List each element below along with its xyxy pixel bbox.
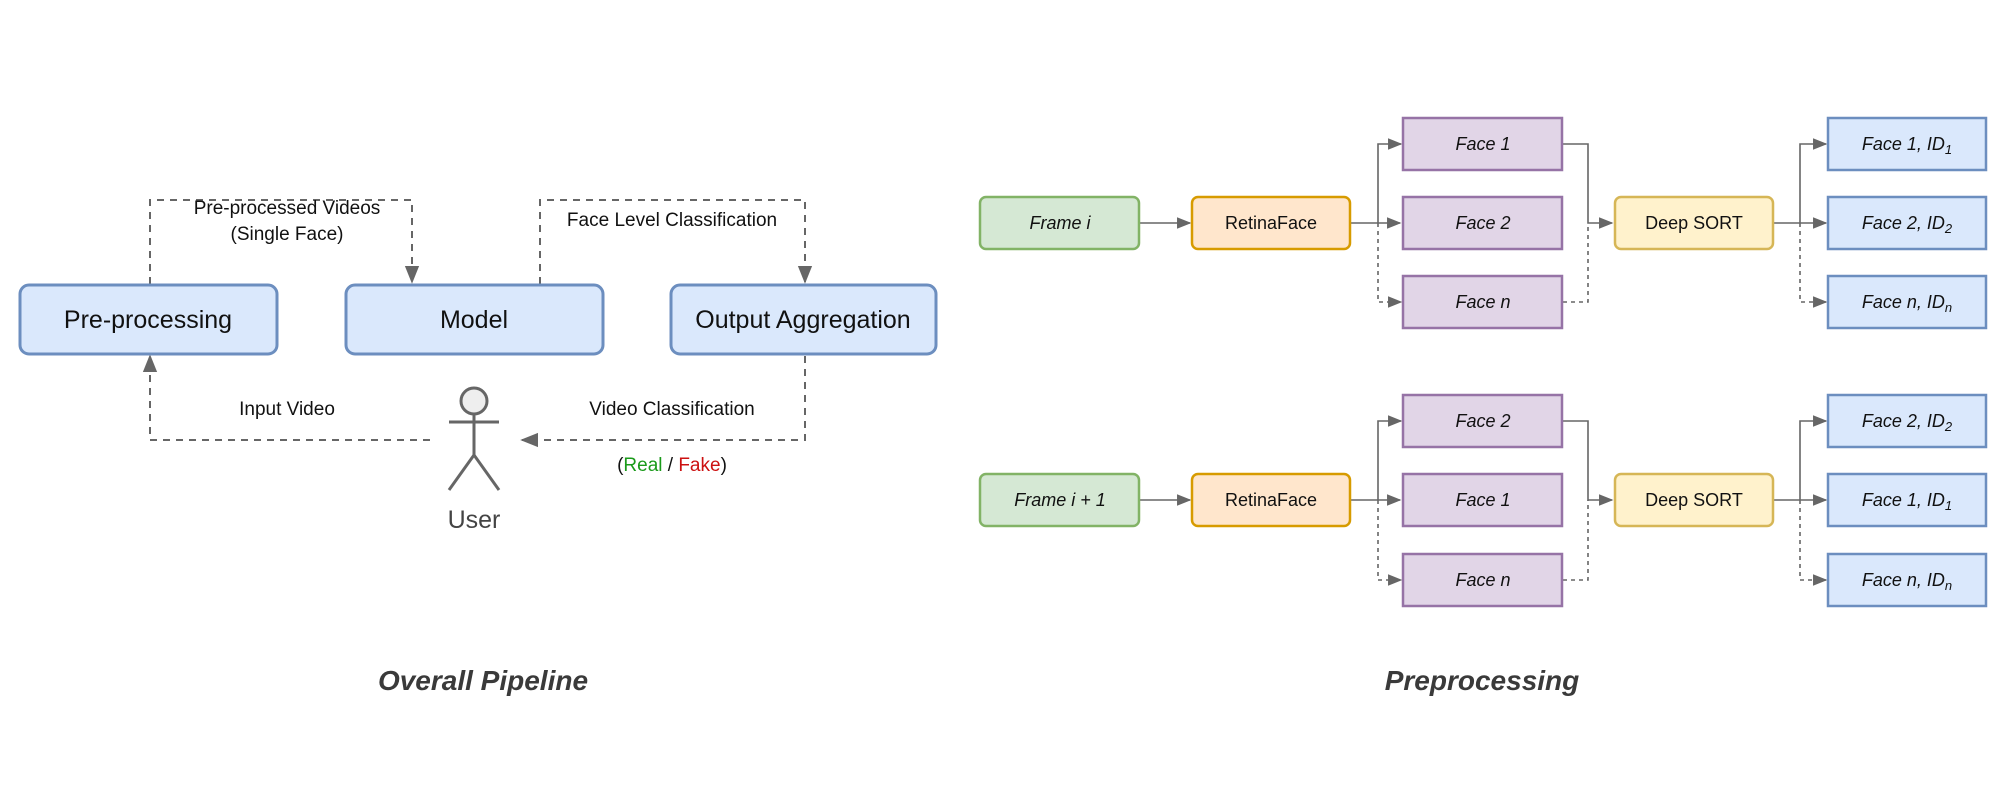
row2-face-label-3: Face n bbox=[1455, 570, 1510, 590]
output-aggregation-label: Output Aggregation bbox=[695, 306, 910, 334]
model-box: Model bbox=[344, 283, 605, 356]
row2-deepsort-label: Deep SORT bbox=[1645, 490, 1743, 510]
row1-face-box-1: Face 1 bbox=[1401, 116, 1564, 172]
face-level-classification-label: Face Level Classification bbox=[567, 210, 777, 231]
single-face-label: (Single Face) bbox=[231, 224, 344, 245]
real-fake-label: (Real / Fake) bbox=[617, 455, 727, 476]
row2-output-box-2: Face 1, ID1 bbox=[1826, 472, 1988, 528]
row2-connectors bbox=[1140, 415, 1828, 586]
output-aggregation-box: Output Aggregation bbox=[669, 283, 938, 356]
overall-pipeline: Pre-processing Model Output Aggregation … bbox=[18, 198, 938, 696]
row1-face-box-2: Face 2 bbox=[1401, 195, 1564, 251]
row1-output-box-2: Face 2, ID2 bbox=[1826, 195, 1988, 251]
preprocessing-diagram: Frame i RetinaFace Face 1 Face 2 Face n … bbox=[978, 116, 1988, 696]
row1-output-label-2: Face 2, ID2 bbox=[1862, 213, 1953, 236]
video-classification-label: Video Classification bbox=[589, 399, 754, 420]
row1-face-box-3: Face n bbox=[1401, 274, 1564, 330]
row2-face-box-3: Face n bbox=[1401, 552, 1564, 608]
user-icon bbox=[447, 386, 501, 491]
fake-label: Fake bbox=[678, 455, 720, 476]
row1-face-label-2: Face 2 bbox=[1455, 213, 1510, 233]
row1-deepsort-box: Deep SORT bbox=[1613, 195, 1775, 251]
row2-output-box-1: Face 2, ID2 bbox=[1826, 393, 1988, 449]
row2-output-box-3: Face n, IDn bbox=[1826, 552, 1988, 608]
row1-face-label-3: Face n bbox=[1455, 292, 1510, 312]
edge-output-to-user bbox=[520, 356, 806, 448]
overall-pipeline-caption: Overall Pipeline bbox=[378, 665, 588, 696]
edge-model-to-output bbox=[539, 199, 813, 284]
input-video-label: Input Video bbox=[239, 399, 335, 420]
row2-face-box-2: Face 1 bbox=[1401, 472, 1564, 528]
row2-deepsort-box: Deep SORT bbox=[1613, 472, 1775, 528]
user-label: User bbox=[448, 506, 501, 534]
row2-output-label-3: Face n, IDn bbox=[1862, 570, 1952, 593]
row1-frame-label: Frame i bbox=[1029, 213, 1091, 233]
row1-output-box-3: Face n, IDn bbox=[1826, 274, 1988, 330]
row2-retinaface-label: RetinaFace bbox=[1225, 490, 1317, 510]
preprocessing-caption: Preprocessing bbox=[1385, 665, 1580, 696]
edge-user-to-preprocessing bbox=[142, 354, 430, 441]
preprocessed-videos-label: Pre-processed Videos bbox=[194, 198, 381, 219]
row2-face-box-1: Face 2 bbox=[1401, 393, 1564, 449]
row1-frame-box: Frame i bbox=[978, 195, 1141, 251]
row1-deepsort-label: Deep SORT bbox=[1645, 213, 1743, 233]
row2-frame-box: Frame i + 1 bbox=[978, 472, 1141, 528]
row1-retinaface-box: RetinaFace bbox=[1190, 195, 1352, 251]
row1-output-box-1: Face 1, ID1 bbox=[1826, 116, 1988, 172]
row2-output-label-1: Face 2, ID2 bbox=[1862, 411, 1953, 434]
row1-face-label-1: Face 1 bbox=[1455, 134, 1510, 154]
row2-face-label-2: Face 1 bbox=[1455, 490, 1510, 510]
model-label: Model bbox=[440, 306, 508, 334]
preprocessing-box: Pre-processing bbox=[18, 283, 279, 356]
edge-preprocessing-to-model bbox=[149, 199, 420, 284]
real-label: Real bbox=[623, 455, 662, 476]
row2-frame-label: Frame i + 1 bbox=[1014, 490, 1106, 510]
row1-output-label-3: Face n, IDn bbox=[1862, 292, 1952, 315]
row1-output-label-1: Face 1, ID1 bbox=[1862, 134, 1952, 157]
row2-face-label-1: Face 2 bbox=[1455, 411, 1510, 431]
row2-retinaface-box: RetinaFace bbox=[1190, 472, 1352, 528]
preprocessing-label: Pre-processing bbox=[64, 306, 232, 334]
row1-retinaface-label: RetinaFace bbox=[1225, 213, 1317, 233]
row2-output-label-2: Face 1, ID1 bbox=[1862, 490, 1952, 513]
row1-connectors bbox=[1140, 138, 1828, 308]
